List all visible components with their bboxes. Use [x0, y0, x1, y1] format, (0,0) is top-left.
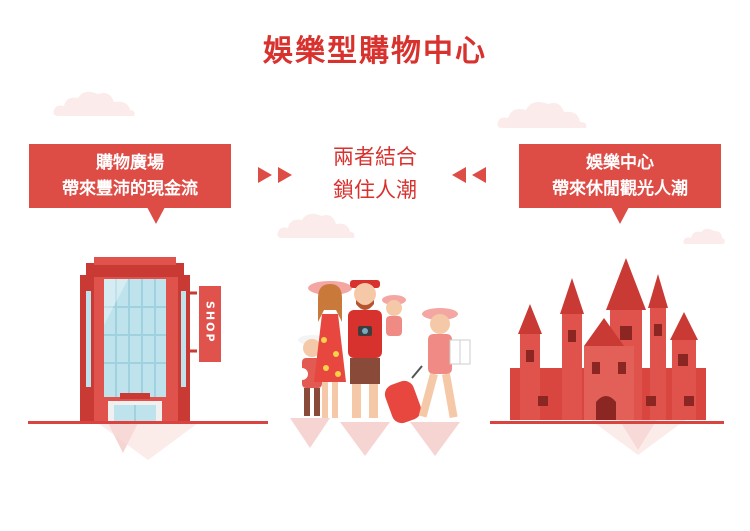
combined-caption: 兩者結合 鎖住人潮: [300, 141, 450, 207]
callout-tail: [147, 207, 165, 224]
diagram-title: 娛樂型購物中心: [263, 34, 487, 69]
callout-line: 帶來休閒觀光人潮: [552, 179, 688, 199]
entertainment-center-callout: 娛樂中心 帶來休閒觀光人潮: [519, 144, 721, 224]
castle-icon: [510, 258, 706, 455]
double-arrow-right-icon: [258, 167, 292, 183]
ground-line: [490, 421, 724, 424]
caption-line: 鎖住人潮: [333, 178, 417, 202]
tourist-family-icon: [290, 280, 471, 456]
caption-line: 兩者結合: [333, 145, 417, 169]
ground-line: [28, 421, 268, 424]
callout-tail: [611, 207, 629, 224]
callout-line: 娛樂中心: [586, 153, 654, 173]
cloud-icon: [683, 228, 725, 244]
shopping-mall-icon: SHOP: [80, 257, 223, 460]
cloud-icon: [53, 91, 135, 116]
callout-line: 帶來豐沛的現金流: [62, 179, 198, 199]
cloud-icon: [497, 102, 587, 128]
double-arrow-left-icon: [452, 167, 486, 183]
shopping-plaza-callout: 購物廣場 帶來豐沛的現金流: [29, 144, 231, 224]
shop-sign-text: SHOP: [204, 301, 217, 344]
cloud-icon: [277, 213, 355, 238]
callout-line: 購物廣場: [96, 153, 164, 173]
